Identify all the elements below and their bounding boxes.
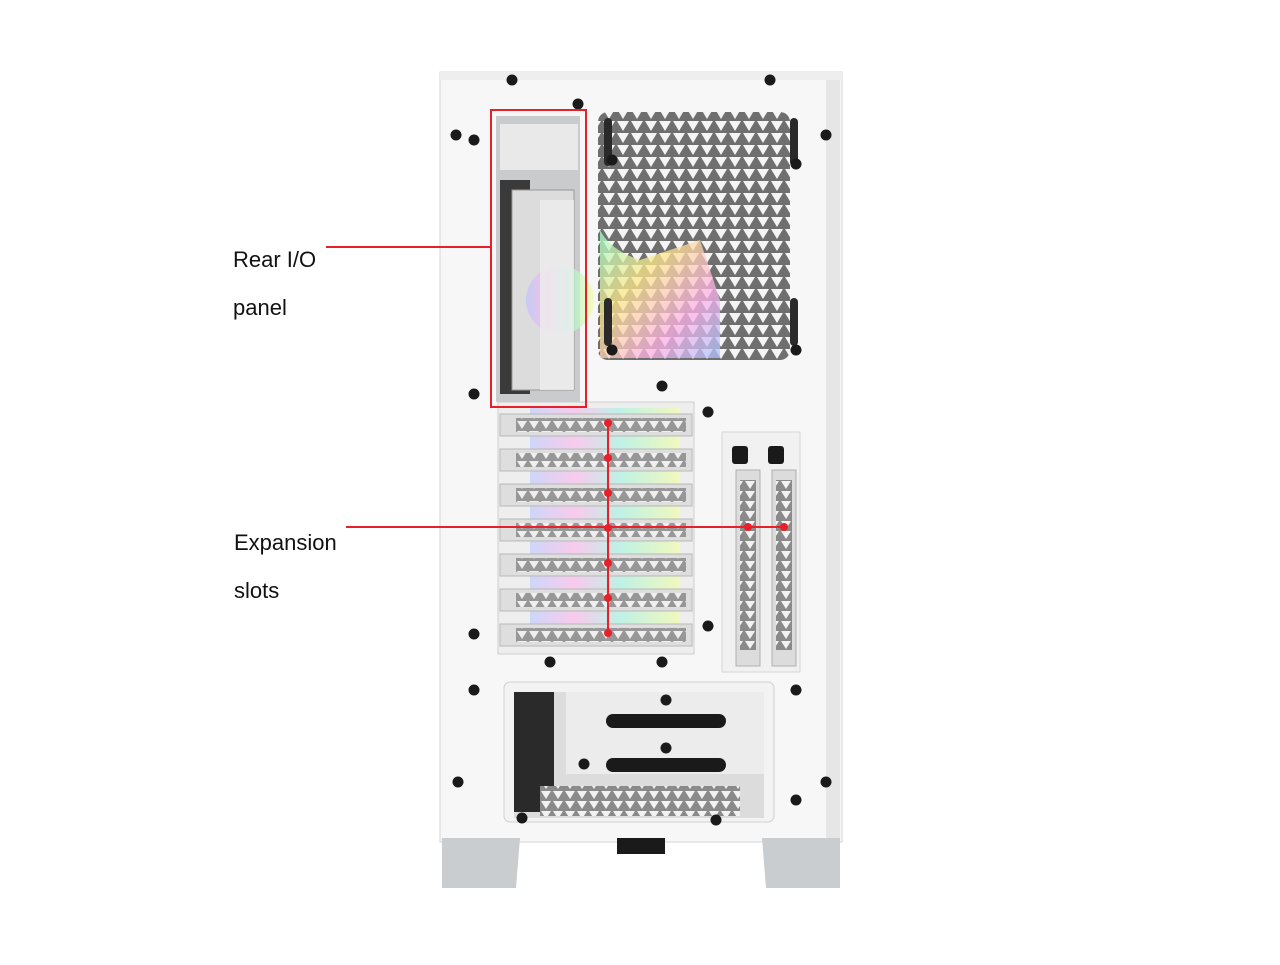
screw — [790, 794, 802, 806]
expansion-slot — [499, 518, 693, 542]
screw — [660, 742, 672, 754]
screw — [468, 684, 480, 696]
screw — [764, 74, 776, 86]
expansion-slot — [499, 623, 693, 647]
screw — [578, 758, 590, 770]
screw — [702, 620, 714, 632]
screw — [506, 74, 518, 86]
screw — [452, 776, 464, 788]
rear-io-label-line1: Rear I/O — [233, 247, 317, 272]
screw — [790, 684, 802, 696]
screw — [450, 129, 462, 141]
screw — [790, 158, 802, 170]
psu-bay — [503, 681, 775, 823]
vertical-expansion-slot — [768, 446, 797, 667]
expansion-label-line1: Expansion — [234, 530, 337, 555]
screw — [468, 388, 480, 400]
horizontal-expansion-slots — [499, 413, 693, 647]
screw — [468, 134, 480, 146]
right-foot — [762, 838, 840, 888]
screw — [710, 814, 722, 826]
rear-io-label-line2: panel — [233, 295, 287, 320]
screw — [702, 406, 714, 418]
screw — [820, 129, 832, 141]
rear-io-cutout — [496, 116, 594, 402]
screw — [572, 98, 584, 110]
expansion-callout — [346, 423, 784, 634]
screw — [606, 344, 618, 356]
rear-io-label: Rear I/O panel — [233, 224, 316, 344]
left-foot — [442, 838, 520, 888]
expansion-slot — [499, 413, 693, 437]
vertical-expansion-slot — [732, 446, 761, 667]
expansion-label-line2: slots — [234, 578, 280, 603]
expansion-slot — [499, 483, 693, 507]
screw — [516, 812, 528, 824]
screw — [820, 776, 832, 788]
rear-io-highlight-box — [490, 109, 587, 408]
expansion-slot — [499, 588, 693, 612]
screw — [468, 628, 480, 640]
bottom-tab — [617, 838, 665, 854]
screw — [790, 344, 802, 356]
vertical-expansion-slots — [732, 446, 797, 667]
expansion-slots-label: Expansion slots — [234, 507, 337, 627]
screw — [656, 656, 668, 668]
expansion-slot — [499, 448, 693, 472]
screw — [656, 380, 668, 392]
case-screws — [450, 74, 832, 826]
rear-io-callout — [326, 109, 587, 408]
top-fan-mesh — [598, 112, 798, 360]
screw — [544, 656, 556, 668]
screw — [606, 154, 618, 166]
expansion-slot — [499, 553, 693, 577]
screw — [660, 694, 672, 706]
